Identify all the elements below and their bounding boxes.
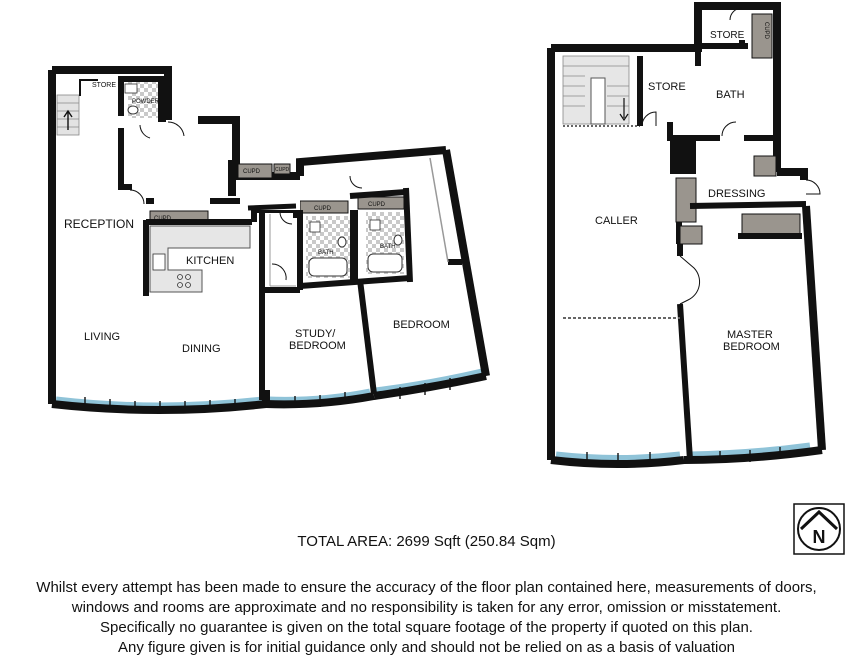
disclaimer-line: Whilst every attempt has been made to en…	[36, 579, 817, 596]
label-cupd-a: CUPD	[243, 169, 261, 175]
label-reception: RECEPTION	[64, 217, 134, 231]
upper-floor-plan: STORE CUPD STORE BATH DRESSING CALLER MA…	[547, 2, 826, 468]
cupboard-a	[237, 163, 273, 179]
label-powder: POWDER	[132, 99, 160, 105]
stair-down-arrow-icon	[619, 98, 629, 122]
kitchen-counter	[149, 225, 251, 293]
bathtub-a	[308, 257, 348, 277]
label-cupd-d: CUPD	[314, 206, 332, 212]
total-area: TOTAL AREA: 2699 Sqft (250.84 Sqm)	[297, 533, 556, 550]
ground-floor-plan: STORE POWDER RECEPTION CUPD CUPD CUPD CU…	[48, 66, 490, 414]
cupboard-upper-top	[751, 13, 773, 59]
label-store-top: STORE	[710, 30, 745, 41]
cupboard-dressing-d	[753, 155, 777, 177]
label-bath-upper: BATH	[716, 89, 745, 101]
cupboard-dressing-b	[679, 225, 703, 245]
label-living: LIVING	[84, 331, 120, 343]
label-master-line2: BEDROOM	[723, 341, 780, 353]
label-study-line2: BEDROOM	[289, 340, 346, 352]
label-dining: DINING	[182, 343, 221, 355]
disclaimer-line: windows and rooms are approximate and no…	[71, 599, 782, 616]
label-dressing: DRESSING	[708, 188, 765, 200]
label-cupd-c: CUPD	[154, 216, 172, 222]
stair-arrow-icon	[63, 109, 73, 130]
wc-icon	[127, 105, 139, 115]
hob-icon	[177, 274, 191, 288]
label-bedroom: BEDROOM	[393, 319, 450, 331]
cupboard-dressing-a	[675, 177, 697, 223]
label-bath-b: BATH	[380, 244, 396, 250]
label-store-ground: STORE	[92, 82, 116, 89]
label-kitchen: KITCHEN	[186, 255, 234, 267]
cupboard-b	[273, 163, 291, 175]
label-study-line1: STUDY/	[295, 328, 336, 340]
compass-letter: N	[813, 527, 826, 547]
north-compass-icon: N	[793, 503, 845, 555]
label-cupd-e: CUPD	[368, 202, 386, 208]
label-bath-a: BATH	[318, 250, 334, 256]
label-master-line1: MASTER	[727, 329, 773, 341]
label-cupd-upper: CUPD	[763, 22, 769, 40]
sink-icon	[152, 253, 166, 271]
disclaimer: Whilst every attempt has been made to en…	[0, 578, 853, 658]
floor-plan: STORE POWDER RECEPTION CUPD CUPD CUPD CU…	[48, 2, 826, 468]
disclaimer-line: Any figure given is for initial guidance…	[117, 639, 736, 656]
bathtub-b	[367, 253, 403, 273]
cupboard-dressing-c	[741, 213, 801, 237]
label-caller: CALLER	[595, 215, 638, 227]
window-band-bedroom	[375, 368, 483, 395]
label-cupd-b: CUPD	[275, 167, 290, 173]
disclaimer-line: Specifically no guarantee is given on th…	[100, 619, 753, 636]
label-store-upper: STORE	[648, 81, 686, 93]
